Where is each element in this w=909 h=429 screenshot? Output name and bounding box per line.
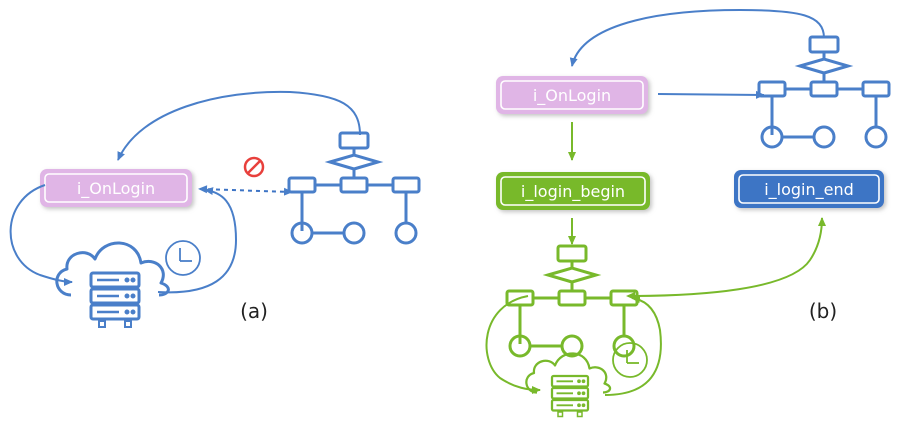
caption-a: (a)	[240, 299, 268, 323]
onlogin-box-b	[496, 76, 648, 114]
clock-icon	[612, 342, 648, 378]
caption-b: (b)	[809, 299, 837, 323]
panel-b: i_OnLogin i_login_begin i_login_end	[485, 8, 891, 418]
panel-a: i_OnLogin (a)	[9, 90, 421, 329]
flowchart-icon	[505, 244, 639, 358]
cloud-server-icon	[55, 241, 170, 329]
loop-right-arrow-b	[604, 295, 662, 396]
login-begin-label: i_login_begin	[521, 182, 625, 202]
clock-icon	[165, 240, 201, 276]
forward-arrow-b	[657, 90, 765, 99]
loop-left-arrow-a	[9, 184, 73, 286]
onlogin-label-a: i_OnLogin	[77, 179, 155, 199]
blocked-icon	[243, 156, 265, 178]
return-arrow-b	[569, 8, 825, 67]
return-arrow-a	[117, 90, 361, 161]
flowchart-icon	[287, 131, 421, 245]
cloud-server-icon	[525, 352, 612, 418]
onlogin-label-b: i_OnLogin	[533, 86, 611, 106]
flowchart-icon	[757, 35, 891, 149]
loop-right-arrow-a	[157, 187, 238, 294]
login-end-label: i_login_end	[764, 180, 854, 200]
flow-to-end-arrow	[626, 217, 826, 300]
onlogin-box-a	[40, 169, 192, 207]
loop-left-arrow-b	[485, 295, 541, 394]
login-end-box	[734, 170, 884, 208]
login-begin-box	[496, 172, 650, 210]
